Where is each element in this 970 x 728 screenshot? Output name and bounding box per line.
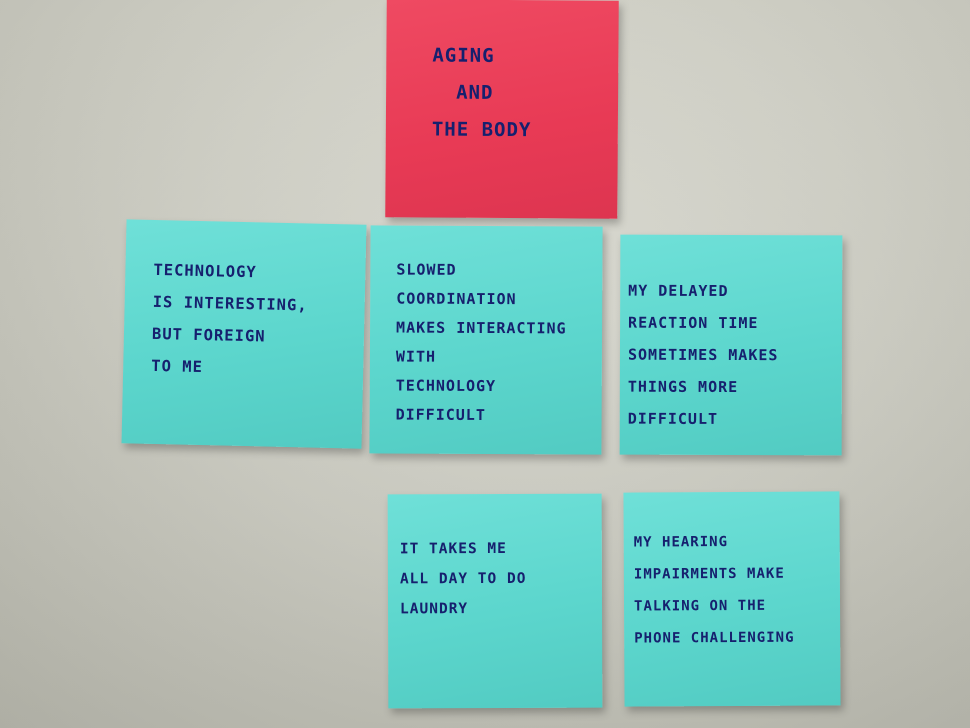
note-text-line: ALL DAY TO DO	[399, 570, 527, 588]
sticky-note-technology-foreign: TECHNOLOGY IS INTERESTING, BUT FOREIGN T…	[121, 219, 367, 449]
sticky-note-delayed-reaction: MY DELAYED REACTION TIME SOMETIMES MAKES…	[619, 234, 843, 456]
note-text-line: IMPAIRMENTS MAKE	[633, 565, 785, 583]
note-text-line: TECHNOLOGY	[395, 376, 497, 396]
note-text-line: AND	[456, 81, 494, 104]
note-text-line: MAKES INTERACTING	[396, 318, 567, 338]
note-text-line: TALKING ON THE	[633, 597, 767, 615]
sticky-note-laundry: IT TAKES ME ALL DAY TO DO LAUNDRY	[387, 493, 603, 709]
note-text-line: THE BODY	[431, 118, 532, 142]
note-text-line: REACTION TIME	[628, 313, 759, 333]
note-text-line: SOMETIMES MAKES	[627, 345, 779, 365]
note-text-line: BUT FOREIGN	[151, 324, 266, 346]
sticky-note-aging-and-the-body: AGING AND THE BODY	[385, 0, 619, 219]
note-text-line: MY DELAYED	[628, 281, 729, 300]
note-text-line: AGING	[432, 44, 495, 67]
note-text-line: IS INTERESTING,	[152, 292, 308, 315]
note-text-line: IT TAKES ME	[399, 540, 507, 558]
note-text-line: DIFFICULT	[627, 409, 719, 428]
note-text-line: TO ME	[151, 356, 204, 377]
note-text-line: WITH	[395, 347, 437, 366]
sticky-note-slowed-coordination: SLOWED COORDINATION MAKES INTERACTING WI…	[369, 225, 603, 455]
note-text-line: COORDINATION	[396, 289, 517, 309]
note-text-line: DIFFICULT	[395, 405, 486, 425]
note-text-line: TECHNOLOGY	[153, 260, 257, 282]
sticky-note-hearing-impairments: MY HEARING IMPAIRMENTS MAKE TALKING ON T…	[623, 491, 841, 707]
note-text-line: LAUNDRY	[400, 601, 469, 618]
note-text-line: MY HEARING	[633, 534, 729, 551]
note-text-line: THINGS MORE	[627, 377, 739, 397]
note-text-line: SLOWED	[396, 260, 457, 279]
note-text-line: PHONE CHALLENGING	[634, 629, 795, 647]
